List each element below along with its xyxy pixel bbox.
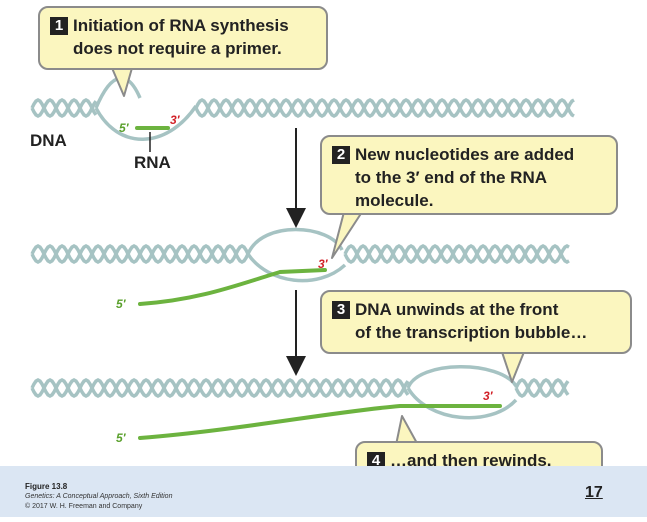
callout-1-pointer [111, 67, 133, 97]
step-2-line-3: molecule. [355, 191, 434, 210]
dna-helix-row-2 [30, 244, 570, 264]
callout-2-pointer [331, 211, 363, 259]
transcription-bubble-3 [406, 365, 518, 420]
dna-label: DNA [30, 131, 67, 150]
five-prime-label-2: 5′ [116, 297, 127, 311]
step-number-4: 4 [367, 452, 385, 470]
callout-3-pointer [501, 351, 525, 383]
page-number: 17 [585, 484, 603, 501]
figure-number: Figure 13.8 [25, 482, 68, 491]
step-number-3: 3 [332, 301, 350, 319]
rna-strand-2 [138, 268, 327, 306]
callout-step-2: 2 New nucleotides are added to the 3′ end… [320, 135, 618, 215]
transcription-bubble-1 [94, 76, 198, 141]
dna-strand [30, 98, 98, 118]
dna-strand [194, 98, 575, 118]
dna-strand [30, 98, 98, 118]
copyright-line: © 2017 W. H. Freeman and Company [25, 503, 143, 510]
step-1-line-2: does not require a primer. [73, 39, 282, 58]
step-3-line-1: DNA unwinds at the front [355, 300, 559, 319]
step-2-line-2: to the 3′ end of the RNA [355, 168, 548, 187]
five-prime-label-1: 5′ [119, 121, 130, 135]
dna-strand [343, 244, 570, 264]
dna-strand [194, 98, 575, 118]
dna-helix-row-1 [30, 98, 575, 118]
five-prime-label-3: 5′ [116, 431, 127, 445]
step-number-2: 2 [332, 146, 350, 164]
rna-label: RNA [134, 153, 171, 172]
dna-strand [30, 378, 410, 398]
callout-step-3: 3 DNA unwinds at the front of the transcr… [320, 290, 632, 354]
step-number-1: 1 [50, 17, 68, 35]
dna-strand [514, 378, 570, 398]
step-2-line-1: New nucleotides are added [355, 145, 575, 164]
dna-strand [30, 378, 410, 398]
dna-helix-row-3 [30, 378, 570, 398]
footer-band [0, 466, 647, 517]
step-3-line-2: of the transcription bubble… [355, 323, 588, 342]
callout-step-1: 1 Initiation of RNA synthesis does not re… [38, 6, 328, 70]
step-4-line-1: …and then rewinds. [390, 451, 552, 470]
dna-strand [30, 244, 250, 264]
callout-4-pointer [395, 415, 419, 446]
three-prime-label-1: 3′ [170, 113, 181, 127]
dna-strand [514, 378, 570, 398]
three-prime-label-3: 3′ [483, 389, 494, 403]
dna-strand [343, 244, 570, 264]
book-title: Genetics: A Conceptual Approach, Sixth E… [25, 493, 173, 500]
rna-strand-3 [138, 404, 502, 440]
three-prime-label-2: 3′ [318, 257, 329, 271]
step-1-line-1: Initiation of RNA synthesis [73, 16, 289, 35]
